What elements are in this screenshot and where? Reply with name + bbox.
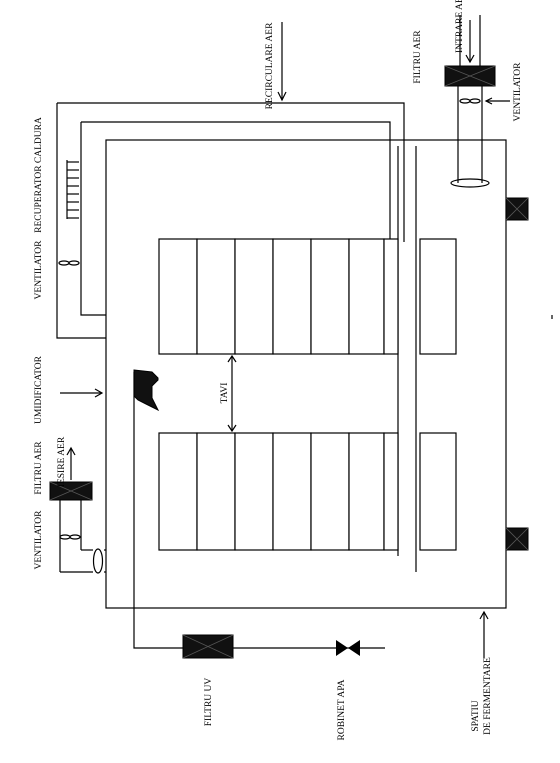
fermentation-chamber	[105, 139, 507, 609]
recirculation-fan-icon	[58, 260, 80, 266]
tavi-arrow	[227, 354, 237, 433]
water-pipe	[133, 372, 385, 649]
label-iesire-aer: IESIRE AER	[57, 436, 67, 487]
tray	[348, 238, 385, 355]
recirculation-duct-inner	[80, 121, 391, 316]
humidifier-icon	[133, 369, 160, 412]
ventilator-top-arrow	[484, 97, 510, 105]
label-tavi: TAVI	[220, 383, 230, 404]
tray	[419, 432, 457, 551]
label-ventilator-left: VENTILATOR	[34, 240, 44, 300]
tray	[383, 432, 399, 551]
outlet-air-arrow	[66, 446, 76, 480]
label-recuperator-caldura: RECUPERATOR CALDURA	[34, 117, 44, 233]
recirculation-duct-outer	[56, 102, 405, 339]
humidifier-pointer-arrow	[60, 388, 104, 398]
tray	[348, 432, 385, 551]
tray	[234, 432, 274, 551]
inlet-filter-hatch	[444, 65, 496, 87]
water-valve-icon	[336, 640, 360, 656]
tray	[272, 432, 312, 551]
tray-stack-upper	[158, 238, 457, 355]
heat-recuperator-icon	[66, 160, 79, 219]
label-filtru-uv: FILTRU UV	[204, 678, 214, 727]
outlet-fan-icon	[59, 534, 81, 540]
tray	[310, 238, 350, 355]
label-robinet-apa: ROBINET APA	[337, 679, 347, 740]
label-intrare-aer: INTRARE AER	[455, 0, 465, 53]
outlet-duct	[59, 500, 106, 574]
label-ventilator-top: VENTILATOR	[513, 62, 523, 122]
tray	[196, 432, 236, 551]
tray	[383, 238, 399, 355]
tray	[419, 238, 457, 355]
tray	[234, 238, 274, 355]
label-filtru-aer-left: FILTRU AER	[34, 441, 44, 495]
inlet-air-arrow	[465, 20, 475, 64]
label-de-fermentare: DE FERMENTARE	[483, 657, 493, 735]
label-filtru-aer-top: FILTRU AER	[413, 30, 423, 84]
fermentation-space-arrow	[479, 610, 489, 658]
label-spatiu: SPATIU	[471, 700, 481, 731]
label-recirculare-aer: RECIRCULARE AER	[265, 22, 275, 109]
label-ventilator-bottom: VENTILATOR	[34, 510, 44, 570]
tray	[158, 238, 198, 355]
tray	[310, 432, 350, 551]
recirculation-arrow	[277, 22, 287, 102]
tray	[158, 432, 198, 551]
inlet-fan-icon	[459, 98, 481, 104]
tray	[272, 238, 312, 355]
outlet-filter-hatch	[49, 481, 93, 501]
tray-stack-lower	[158, 432, 457, 551]
inlet-duct	[450, 15, 490, 188]
uv-filter-hatch	[182, 634, 234, 659]
label-umidificator: UMIDIFICATOR	[34, 355, 44, 424]
tray	[196, 238, 236, 355]
